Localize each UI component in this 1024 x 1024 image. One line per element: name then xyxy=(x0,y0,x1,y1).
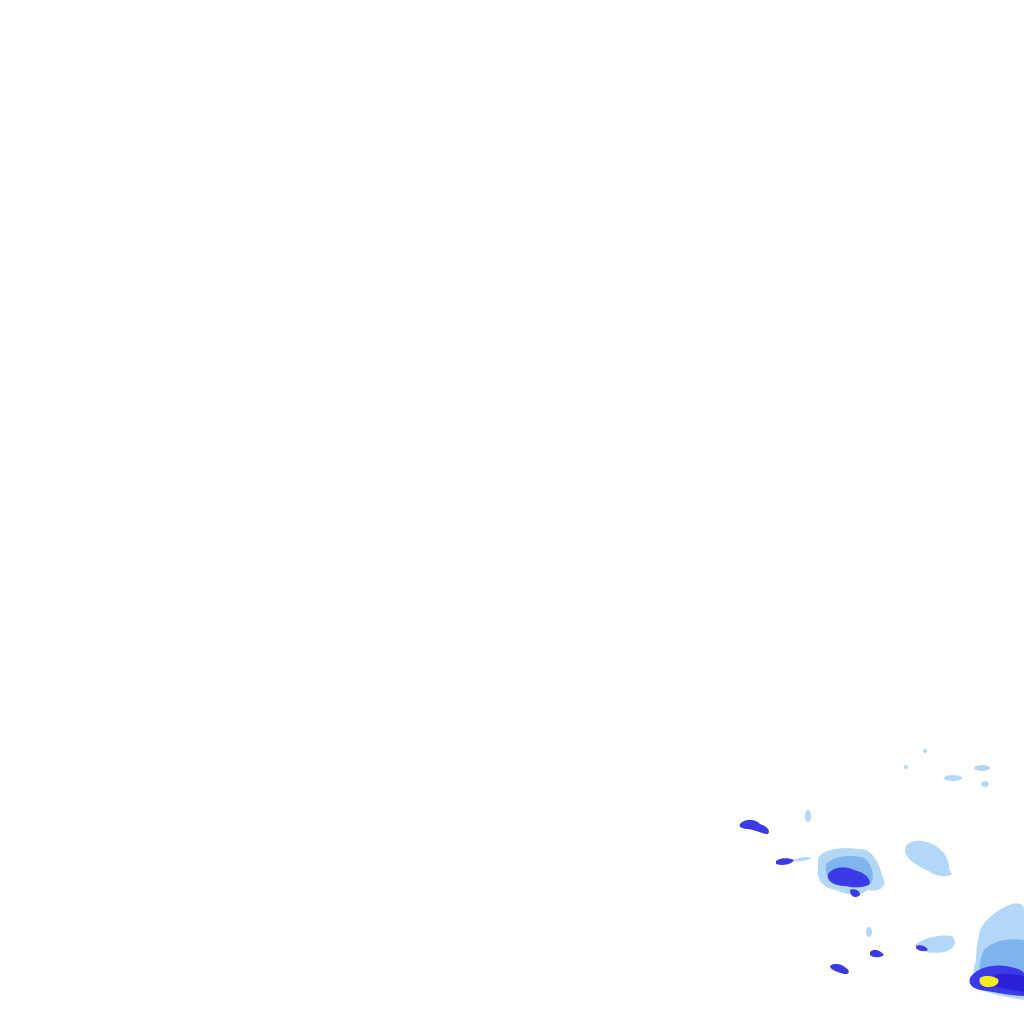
precip-cell-light xyxy=(904,765,908,769)
precip-cell-extreme xyxy=(979,975,999,987)
precip-cell-heavy xyxy=(776,858,794,865)
precip-cell-light xyxy=(930,864,952,877)
precipitation-cells xyxy=(739,749,1024,1000)
precip-cell-light xyxy=(794,856,812,862)
precip-cell-heavy xyxy=(870,949,884,958)
precip-cell-light xyxy=(974,765,990,771)
precip-cell-light xyxy=(981,781,989,787)
precip-cell-light xyxy=(923,749,927,753)
precip-cell-heavy xyxy=(830,963,849,975)
precip-cell-heavy xyxy=(850,889,860,898)
precip-cell-heavy xyxy=(827,867,870,888)
precip-cell-heavy xyxy=(916,945,928,952)
precip-cell-light xyxy=(866,927,872,937)
precip-cell-heavy xyxy=(739,819,769,834)
precip-cell-light xyxy=(805,810,811,822)
precip-cell-intense xyxy=(988,973,1024,992)
precip-cell-light xyxy=(944,775,962,781)
